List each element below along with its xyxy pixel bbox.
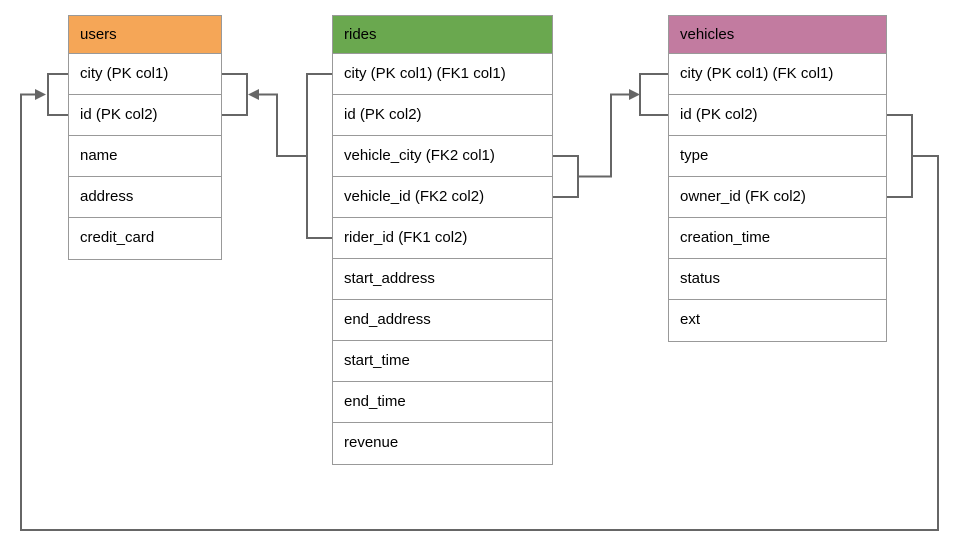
fk1-rides-bracket [306, 73, 332, 239]
table-rides-header: rides [333, 16, 552, 54]
table-row: id (PK col2) [69, 95, 221, 136]
table-row: name [69, 136, 221, 177]
fk3-arrowhead-icon [35, 89, 46, 100]
table-row: credit_card [69, 218, 221, 259]
fk2-vehicles-bracket [639, 73, 668, 116]
table-row: rider_id (FK1 col2) [333, 218, 552, 259]
fk2-arrowhead-icon [629, 89, 640, 100]
table-row: ext [669, 300, 886, 341]
table-rides: rides city (PK col1) (FK1 col1)id (PK co… [332, 15, 553, 465]
table-row: id (PK col2) [333, 95, 552, 136]
table-row: city (PK col1) (FK1 col1) [333, 54, 552, 95]
fk1-users-bracket [222, 73, 248, 116]
fk3-connector-line [20, 93, 939, 531]
table-row: address [69, 177, 221, 218]
table-row: creation_time [669, 218, 886, 259]
table-row: vehicle_city (FK2 col1) [333, 136, 552, 177]
fk1-connector-line [259, 93, 307, 157]
table-rides-rows: city (PK col1) (FK1 col1)id (PK col2)veh… [333, 54, 552, 464]
table-row: owner_id (FK col2) [669, 177, 886, 218]
table-vehicles-header: vehicles [669, 16, 886, 54]
table-users-header: users [69, 16, 221, 54]
table-row: city (PK col1) (FK col1) [669, 54, 886, 95]
table-row: end_time [333, 382, 552, 423]
fk2-connector-line [578, 93, 629, 178]
fk1-arrowhead-icon [248, 89, 259, 100]
table-row: vehicle_id (FK2 col2) [333, 177, 552, 218]
fk2-rides-bracket [553, 155, 579, 198]
table-vehicles: vehicles city (PK col1) (FK col1)id (PK … [668, 15, 887, 342]
table-row: status [669, 259, 886, 300]
fk3-vehicles-bracket [887, 114, 913, 198]
table-row: id (PK col2) [669, 95, 886, 136]
table-row: start_address [333, 259, 552, 300]
fk3-users-bracket [47, 73, 68, 116]
table-row: city (PK col1) [69, 54, 221, 95]
table-row: end_address [333, 300, 552, 341]
table-vehicles-rows: city (PK col1) (FK col1)id (PK col2)type… [669, 54, 886, 341]
table-row: start_time [333, 341, 552, 382]
table-row: type [669, 136, 886, 177]
table-row: revenue [333, 423, 552, 464]
